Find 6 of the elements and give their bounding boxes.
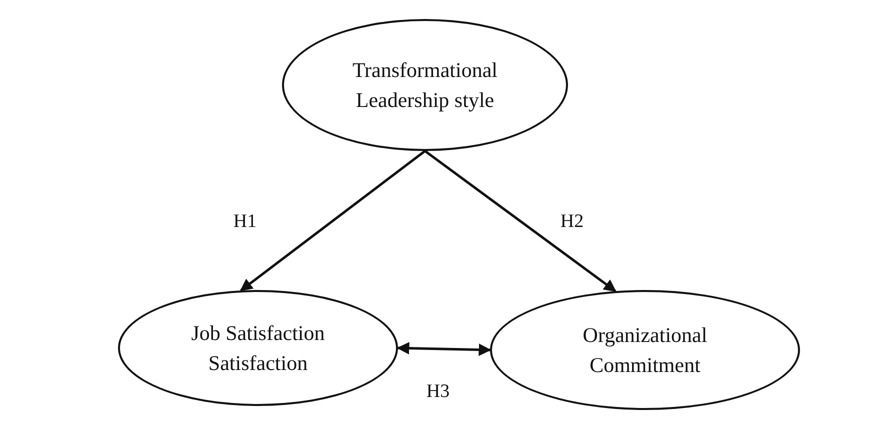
arrow	[240, 150, 426, 292]
node-label: Organizational Commitment	[582, 322, 708, 379]
node-label: Transformational Leadership style	[351, 56, 499, 114]
node-label: Job Satisfaction Satisfaction	[190, 320, 326, 377]
arrow	[424, 150, 616, 292]
arrow	[396, 342, 492, 356]
